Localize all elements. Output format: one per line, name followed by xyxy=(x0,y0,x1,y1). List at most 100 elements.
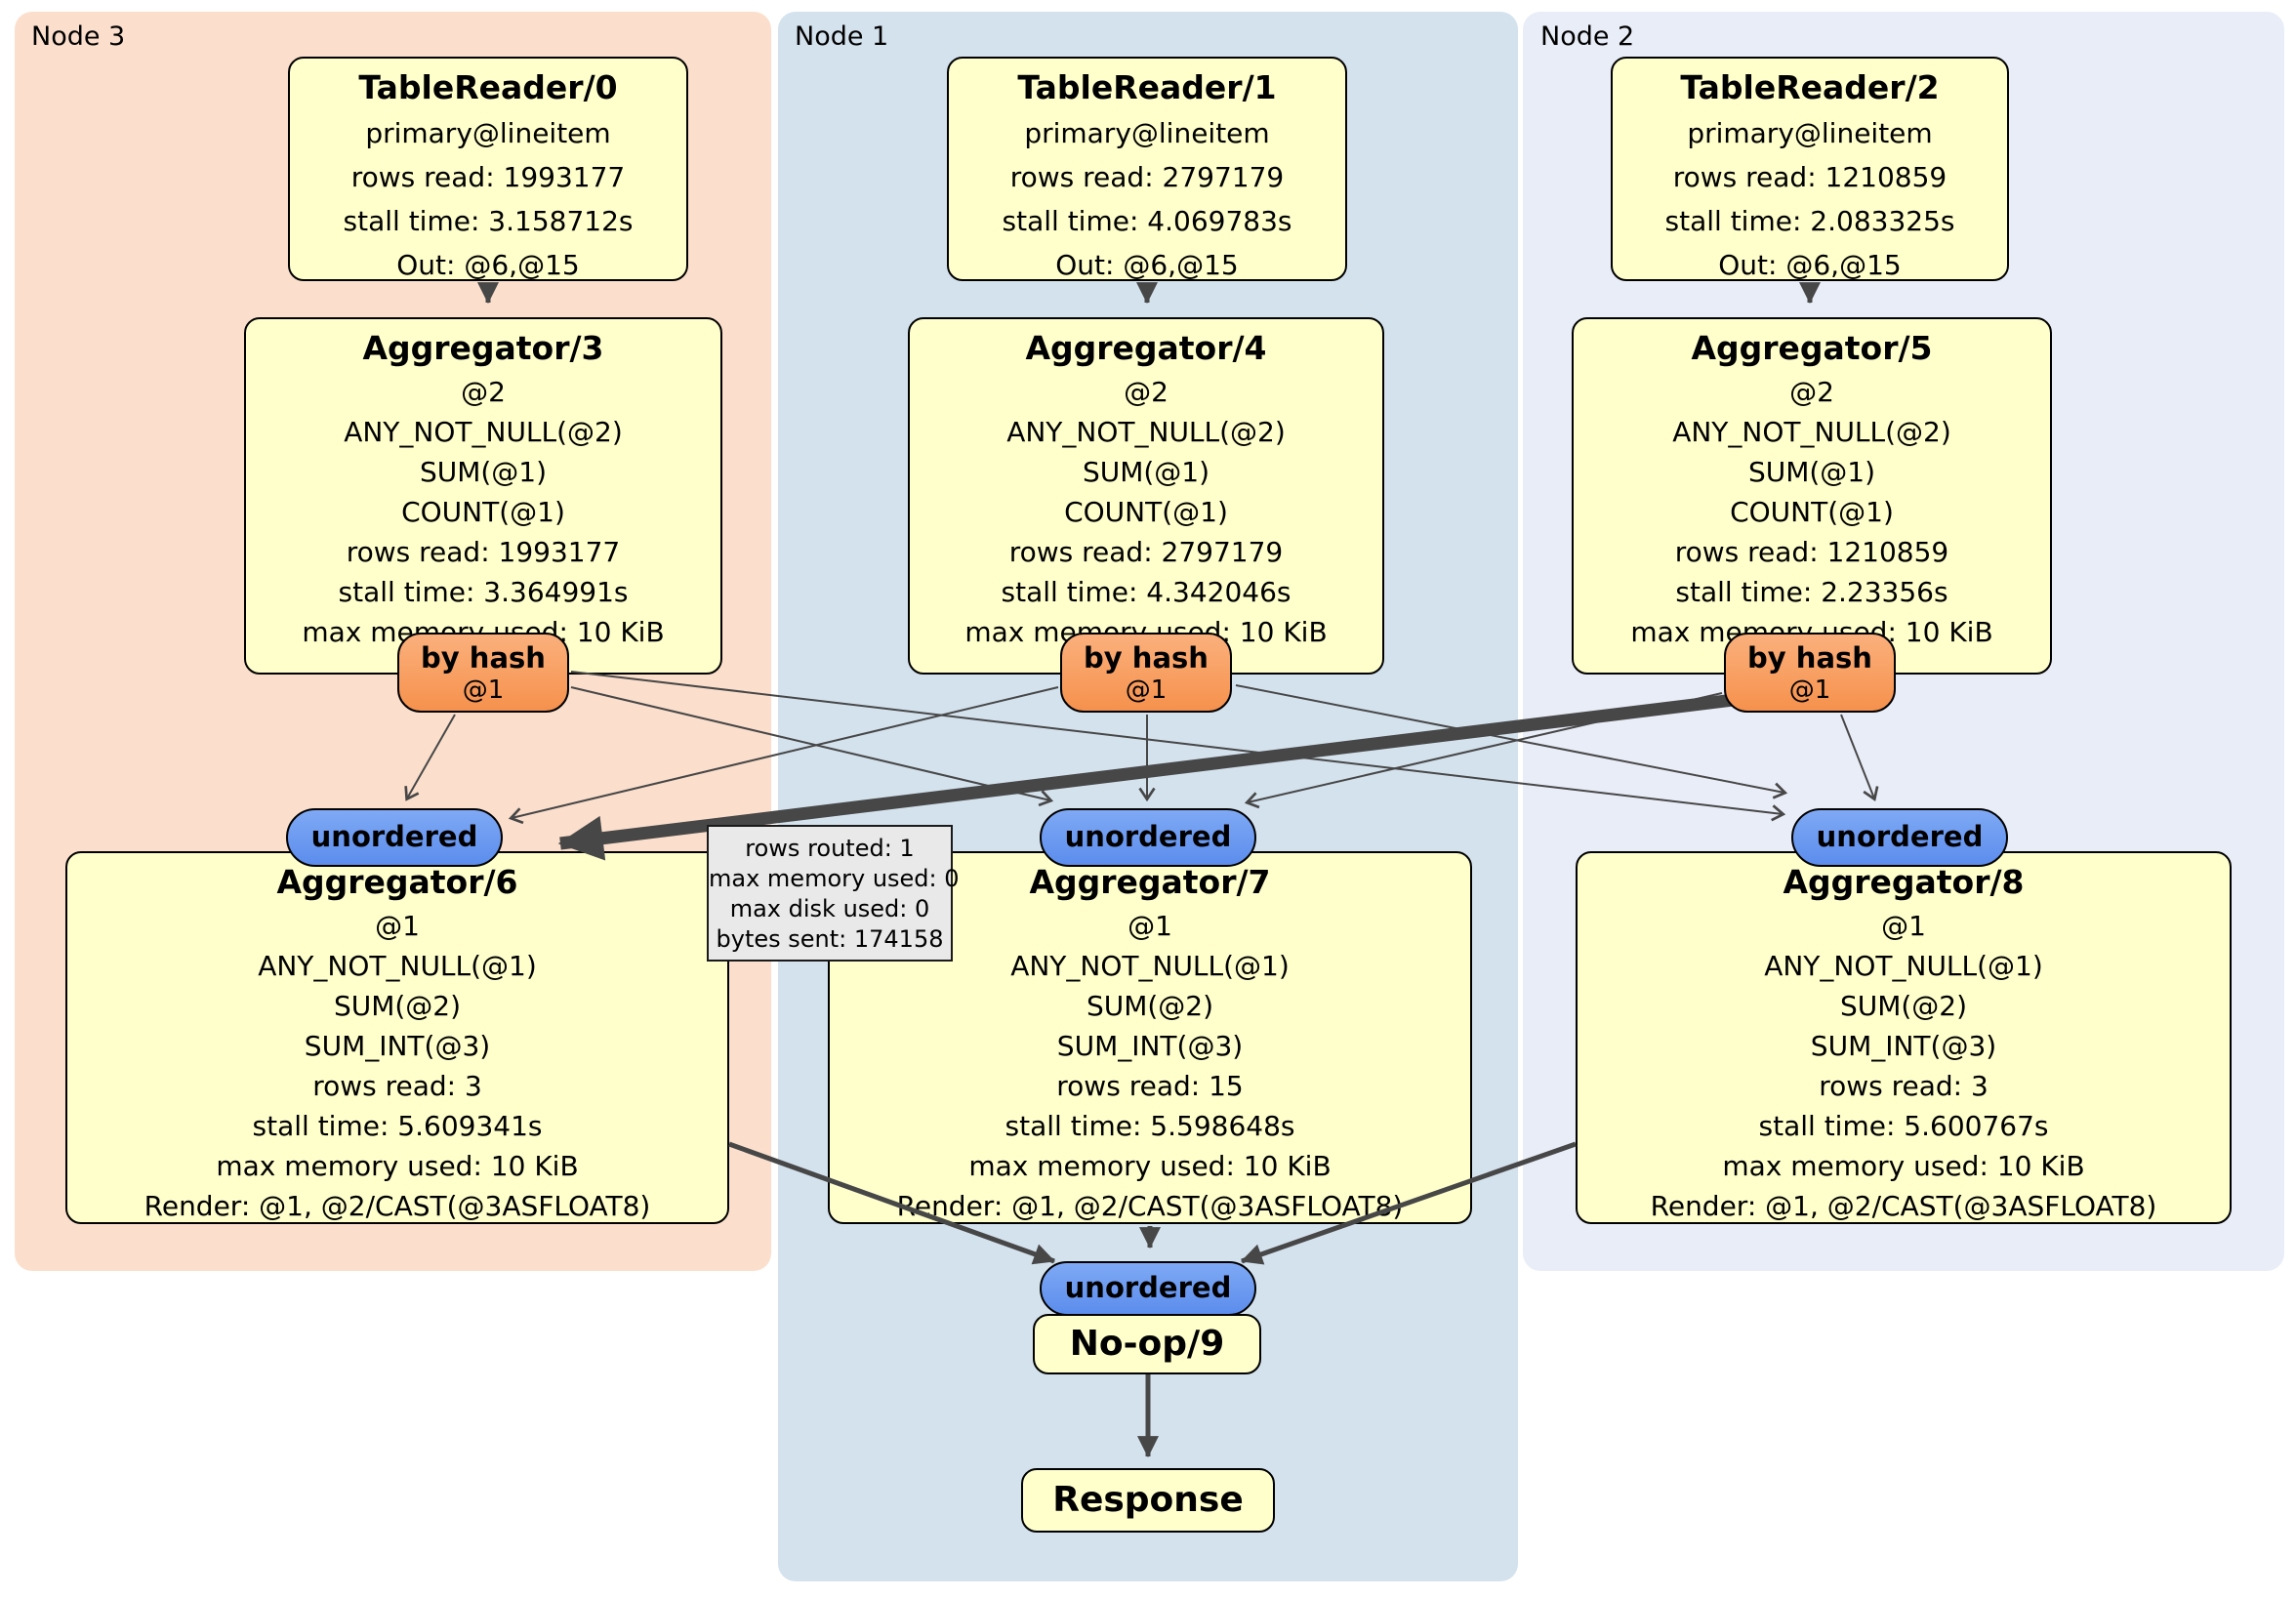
node-detail: SUM(@1) xyxy=(1747,456,1876,488)
edge-byhash4-unordered3 xyxy=(512,686,1059,818)
router-byhash-node3[interactable]: by hash @1 xyxy=(397,633,569,713)
node-detail: stall time: 3.158712s xyxy=(343,205,634,237)
tooltip-line: max memory used: 0 xyxy=(709,865,960,892)
node-detail: SUM(@1) xyxy=(1082,456,1210,488)
node-detail: SUM(@2) xyxy=(1086,990,1214,1022)
node-detail: COUNT(@1) xyxy=(1064,496,1228,528)
edge-aggregator6-unordered9 xyxy=(728,1141,1056,1265)
node-detail: stall time: 2.083325s xyxy=(1664,205,1955,237)
node-detail: ANY_NOT_NULL(@2) xyxy=(1672,416,1951,448)
node-detail: rows read: 1993177 xyxy=(350,161,626,193)
router-byhash-node1[interactable]: by hash @1 xyxy=(1060,633,1232,713)
tooltip-line: max disk used: 0 xyxy=(729,895,930,922)
edge-byhash3-unordered1 xyxy=(570,686,1050,800)
node-aggregator-8[interactable]: Aggregator/8 @1 ANY_NOT_NULL(@1) SUM(@2)… xyxy=(1576,851,2232,1224)
panel-node1-label: Node 1 xyxy=(795,21,889,52)
node-detail: ANY_NOT_NULL(@2) xyxy=(344,416,623,448)
edge-byhash5-unordered2 xyxy=(1840,714,1874,798)
node-detail: ANY_NOT_NULL(@2) xyxy=(1006,416,1286,448)
node-detail: stall time: 4.342046s xyxy=(1001,576,1292,608)
node-title: Aggregator/3 xyxy=(362,329,604,367)
node-detail: Render: @1, @2/CAST(@3ASFLOAT8) xyxy=(1650,1190,2157,1222)
node-detail: @2 xyxy=(1124,376,1168,408)
node-detail: SUM(@1) xyxy=(419,456,548,488)
node-detail: stall time: 3.364991s xyxy=(338,576,629,608)
node-detail: stall time: 5.598648s xyxy=(1004,1110,1295,1142)
edge-byhash5-unordered3[interactable] xyxy=(557,692,1742,861)
node-detail: Out: @6,@15 xyxy=(1055,249,1239,281)
node-detail: primary@lineitem xyxy=(1687,117,1933,149)
node-detail: rows read: 2797179 xyxy=(1009,161,1285,193)
node-tablereader-0[interactable]: TableReader/0 primary@lineitem rows read… xyxy=(288,57,688,281)
node-detail: SUM_INT(@3) xyxy=(1056,1030,1244,1062)
node-detail: max memory used: 10 KiB xyxy=(216,1150,579,1182)
sync-label: unordered xyxy=(1064,1271,1232,1304)
node-detail: max memory used: 10 KiB xyxy=(968,1150,1332,1182)
node-detail: Out: @6,@15 xyxy=(1718,249,1902,281)
node-aggregator-5[interactable]: Aggregator/5 @2 ANY_NOT_NULL(@2) SUM(@1)… xyxy=(1572,317,2052,675)
sync-label: unordered xyxy=(1064,820,1232,853)
node-detail: SUM_INT(@3) xyxy=(1810,1030,1997,1062)
node-title: TableReader/1 xyxy=(1017,68,1277,106)
node-detail: ANY_NOT_NULL(@1) xyxy=(1764,950,2043,982)
router-label: by hash xyxy=(1084,641,1209,675)
router-key: @1 xyxy=(1125,676,1168,705)
node-detail: primary@lineitem xyxy=(1024,117,1270,149)
sync-unordered-node1[interactable]: unordered xyxy=(1040,808,1256,867)
node-noop-9[interactable]: No-op/9 xyxy=(1033,1314,1261,1374)
node-detail: stall time: 5.609341s xyxy=(252,1110,543,1142)
node-title: Aggregator/8 xyxy=(1783,863,2025,901)
panel-node3-label: Node 3 xyxy=(31,21,126,52)
node-detail: @1 xyxy=(1881,910,1926,942)
node-tablereader-2[interactable]: TableReader/2 primary@lineitem rows read… xyxy=(1611,57,2009,281)
tooltip-line: bytes sent: 174158 xyxy=(716,925,944,953)
sync-unordered-node2[interactable]: unordered xyxy=(1791,808,2008,867)
node-detail: @1 xyxy=(1128,910,1172,942)
node-detail: Render: @1, @2/CAST(@3ASFLOAT8) xyxy=(896,1190,1404,1222)
node-detail: SUM_INT(@3) xyxy=(304,1030,491,1062)
node-detail: Render: @1, @2/CAST(@3ASFLOAT8) xyxy=(144,1190,651,1222)
node-response[interactable]: Response xyxy=(1021,1468,1275,1533)
sync-label: unordered xyxy=(310,820,478,853)
sync-unordered-node3[interactable]: unordered xyxy=(286,808,503,867)
node-detail: max memory used: 10 KiB xyxy=(1722,1150,2085,1182)
router-label: by hash xyxy=(1747,641,1872,675)
node-title: TableReader/0 xyxy=(358,68,618,106)
node-detail: @1 xyxy=(375,910,420,942)
node-detail: rows read: 3 xyxy=(1819,1070,1988,1102)
node-title: TableReader/2 xyxy=(1680,68,1940,106)
sync-unordered-noop[interactable]: unordered xyxy=(1040,1261,1256,1316)
node-detail: rows read: 2797179 xyxy=(1008,536,1284,568)
edge-aggregator8-unordered9 xyxy=(1240,1141,1577,1265)
node-detail: rows read: 1993177 xyxy=(346,536,621,568)
edge-byhash4-unordered2 xyxy=(1235,684,1784,793)
node-detail: primary@lineitem xyxy=(365,117,611,149)
node-detail: @2 xyxy=(1789,376,1834,408)
node-tablereader-1[interactable]: TableReader/1 primary@lineitem rows read… xyxy=(947,57,1347,281)
node-title: Aggregator/4 xyxy=(1025,329,1267,367)
node-detail: rows read: 3 xyxy=(312,1070,482,1102)
node-title: Aggregator/5 xyxy=(1691,329,1933,367)
node-title: Aggregator/7 xyxy=(1029,863,1271,901)
router-label: by hash xyxy=(421,641,546,675)
node-detail: stall time: 5.600767s xyxy=(1758,1110,2049,1142)
tooltip-line: rows routed: 1 xyxy=(745,835,915,862)
router-byhash-node2[interactable]: by hash @1 xyxy=(1724,633,1896,713)
node-aggregator-6[interactable]: Aggregator/6 @1 ANY_NOT_NULL(@1) SUM(@2)… xyxy=(65,851,729,1224)
node-detail: rows read: 1210859 xyxy=(1674,536,1949,568)
node-detail: ANY_NOT_NULL(@1) xyxy=(258,950,537,982)
panel-node2-label: Node 2 xyxy=(1540,21,1635,52)
node-detail: stall time: 2.23356s xyxy=(1675,576,1948,608)
edge-byhash3-unordered2 xyxy=(570,671,1783,814)
node-title: Aggregator/6 xyxy=(276,863,518,901)
edge-byhash3-unordered3 xyxy=(407,714,456,798)
node-detail: COUNT(@1) xyxy=(1730,496,1894,528)
edge-tooltip: rows routed: 1 max memory used: 0 max di… xyxy=(707,825,960,962)
node-detail: @2 xyxy=(461,376,506,408)
router-key: @1 xyxy=(462,676,505,705)
node-detail: SUM(@2) xyxy=(1839,990,1968,1022)
sync-label: unordered xyxy=(1816,820,1984,853)
node-detail: ANY_NOT_NULL(@1) xyxy=(1010,950,1290,982)
node-detail: stall time: 4.069783s xyxy=(1002,205,1292,237)
node-detail: SUM(@2) xyxy=(333,990,462,1022)
